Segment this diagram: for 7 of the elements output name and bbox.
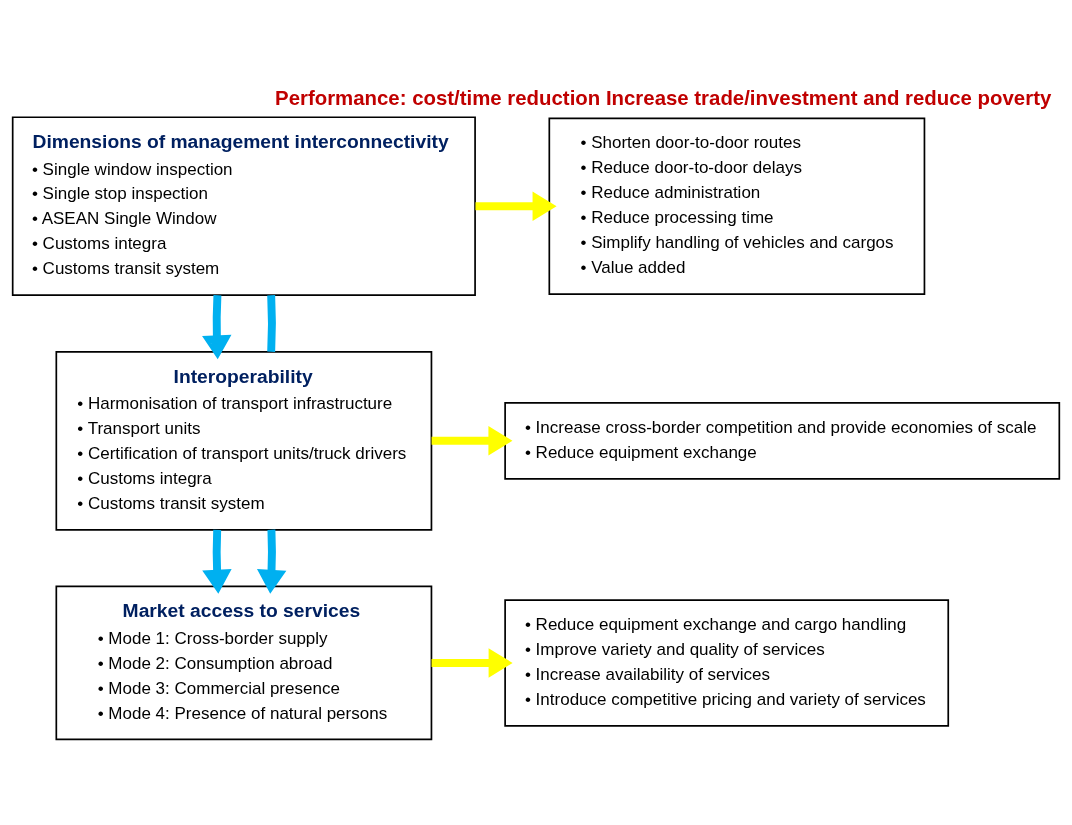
node-box: • Increase cross-border competition and provide economies of scale • Reduce equipment exchange (504, 402, 1061, 480)
node-box: • Reduce equipment exchange and cargo handling • Improve variety and quality of services • Increase availability of services • Introduce competitive pricing and variety of services (504, 599, 950, 727)
node-box: Interoperability • Harmonisation of transport infrastructure • Transport units • Certification of transport units/truck drivers • Customs integra • Customs transit system (55, 351, 433, 531)
node-box: Market access to services • Mode 1: Cross-border supply • Mode 2: Consumption abroad • Mode 3: Commercial presence • Mode 4: Presence of natural persons (55, 585, 433, 741)
diagram-title: Performance: cost/time reduction Increase trade/investment and reduce poverty (275, 87, 1052, 110)
node-box: • Shorten door-to-door routes • Reduce door-to-door delays • Reduce administration • Reduce processing time • Simplify handling of vehicles and cargos • Value added (548, 117, 926, 295)
node-box: Dimensions of management interconnectivity • Single window inspection • Single stop inspection • ASEAN Single Window • Customs integra • Customs transit system (11, 116, 476, 297)
